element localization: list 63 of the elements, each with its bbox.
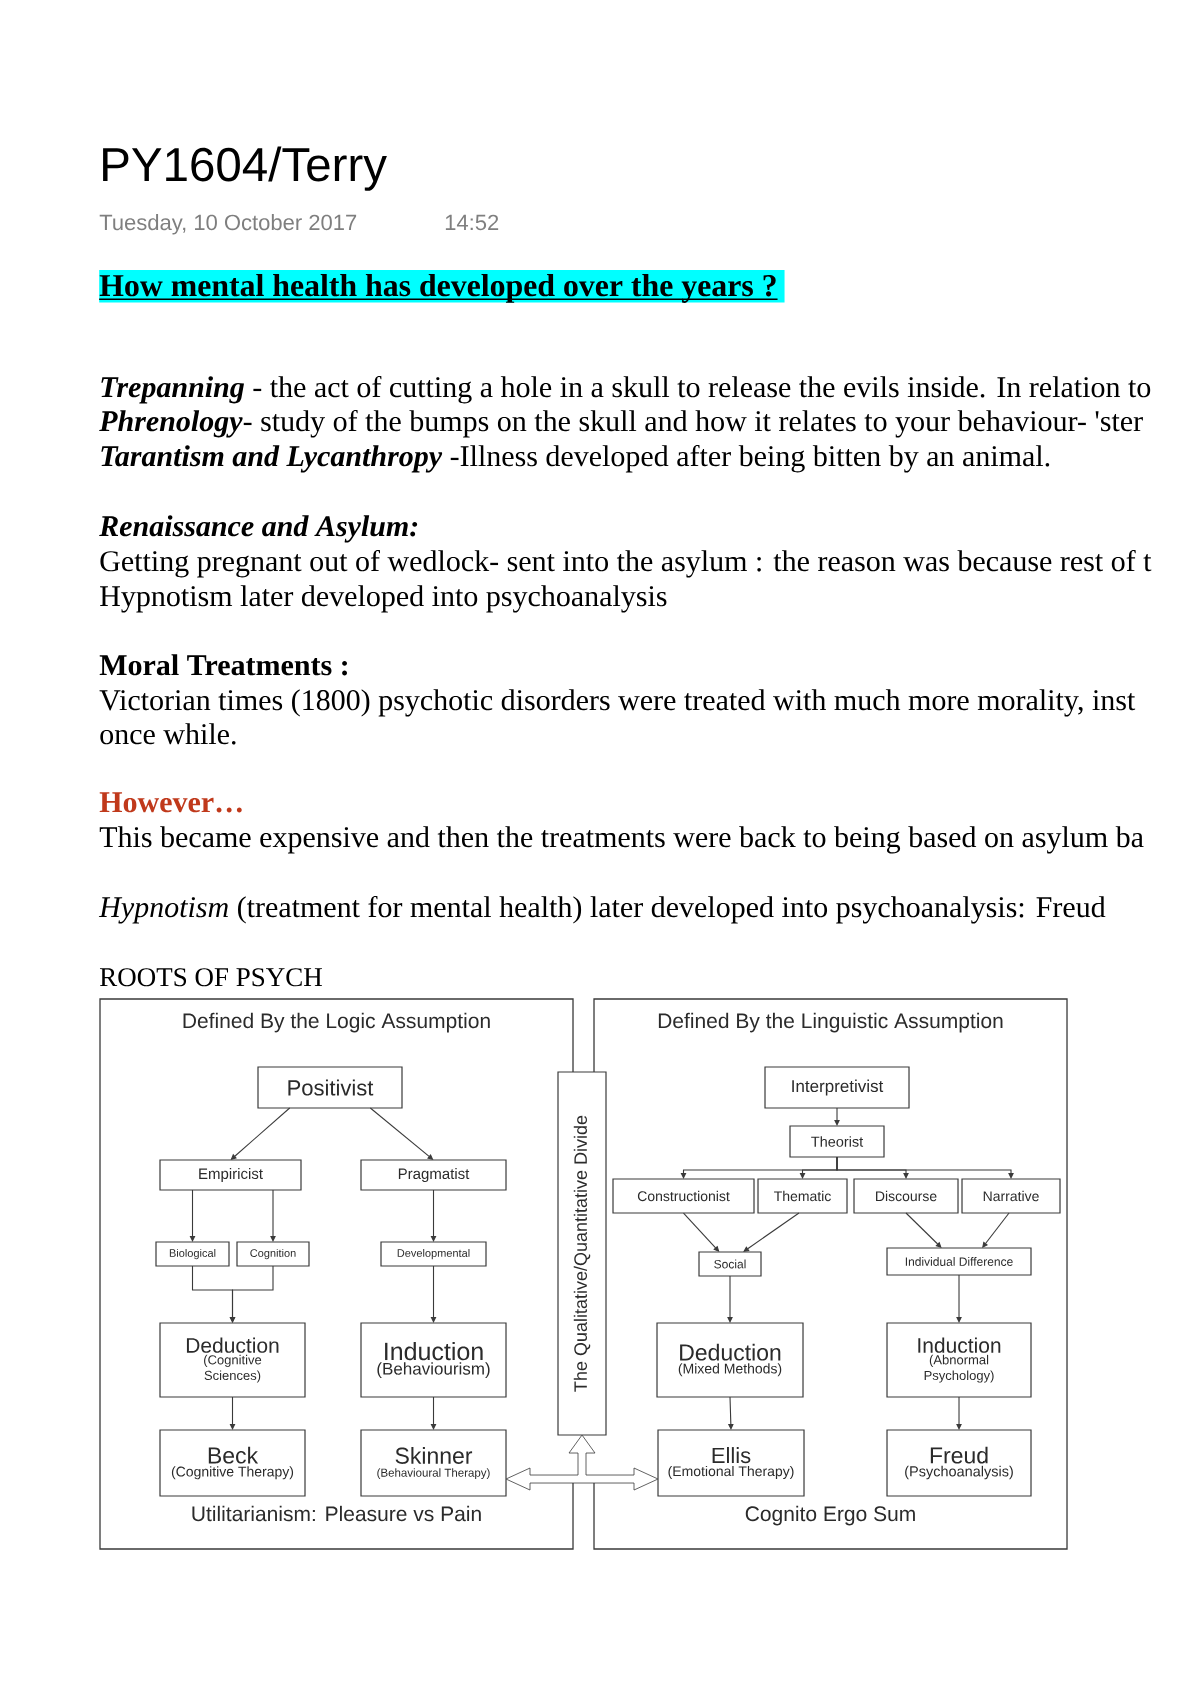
note-line: Hypnotism later developed into psychoanalysis <box>100 585 667 613</box>
note-line: Trepanning - the act of cutting a hole in a skull to release the evils inside. In relation to <box>101 375 1151 404</box>
concept-box: Cognition <box>236 1241 310 1267</box>
concept-box: Beck (Cognitive Therapy) <box>159 1429 306 1497</box>
concept-box: Empiricist <box>159 1159 302 1191</box>
time-label: 14:52 <box>445 214 499 231</box>
arrow <box>743 1212 800 1252</box>
arrow <box>369 1107 434 1160</box>
arrow <box>270 1189 276 1242</box>
highlighted-heading: How mental health has developed over the years ? <box>98 270 785 303</box>
concept-box: Social <box>698 1251 762 1277</box>
arrow <box>430 1189 437 1242</box>
concept-box: Theorist <box>789 1125 885 1158</box>
arrow <box>905 1212 942 1248</box>
arrow <box>834 1107 840 1126</box>
concept-box: Deduction (Cognitive Sciences) <box>159 1322 306 1398</box>
section-heading: Moral Treatments : <box>99 654 347 676</box>
arrow <box>682 1212 720 1252</box>
panel-heading: Defined By the Logic Assumption <box>183 1012 490 1033</box>
arrow <box>229 1396 236 1430</box>
concept-box: Induction (Abnormal Psychology) <box>886 1322 1032 1398</box>
concept-box: Discourse <box>853 1178 959 1214</box>
arrow <box>430 1265 437 1323</box>
concept-box: Skinner (Behavioural Therapy) <box>360 1429 507 1497</box>
note-line: Victorian times (1800) psychotic disorders were treated with much more morality, inst <box>99 689 1136 717</box>
arrow <box>836 1156 1014 1179</box>
concept-box: Individual Difference <box>886 1247 1032 1276</box>
hollow-arrow <box>505 1434 659 1491</box>
note-line: once while. <box>100 723 236 745</box>
panel-caption: Cognito Ergo Sum <box>745 1505 915 1526</box>
date-label: Tuesday, 10 October 2017 <box>99 214 357 235</box>
arrow <box>229 1265 274 1323</box>
arrow <box>727 1275 733 1323</box>
panel-caption: Utilitarianism: Pleasure vs Pain <box>192 1505 481 1522</box>
concept-box: Interpretivist <box>764 1066 910 1109</box>
section-heading: However… <box>99 792 242 813</box>
concept-box: Pragmatist <box>360 1159 507 1191</box>
panel-heading: Defined By the Linguistic Assumption <box>658 1012 1003 1033</box>
concept-box: Induction (Behaviourism) <box>360 1322 507 1398</box>
arrow <box>956 1396 962 1430</box>
concept-box: Freud (Psychoanalysis) <box>886 1429 1032 1497</box>
arrow <box>956 1274 962 1323</box>
concept-box: Positivist <box>257 1066 403 1109</box>
divider-band: The Qualitative/Quantitative Divide <box>557 1071 607 1436</box>
note-line: Tarantism and Lycanthropy -Illness developed after being bitten by an animal. <box>101 444 1050 473</box>
section-heading: Renaissance and Asylum: <box>99 515 418 543</box>
concept-box: Ellis (Emotional Therapy) <box>657 1429 805 1497</box>
arrow <box>230 1107 291 1160</box>
note-line: Phrenology- study of the bumps on the skull and how it relates to your behaviour- 'ster <box>99 409 1143 438</box>
concept-box: Thematic <box>757 1178 848 1214</box>
figure-heading: ROOTS OF PSYCH <box>100 968 322 987</box>
concept-box: Constructionist <box>612 1178 755 1214</box>
note-line: Getting pregnant out of wedlock- sent into the asylum : the reason was because rest of t <box>100 549 1152 578</box>
note-line: Hypnotism (treatment for mental health) later developed into psychoanalysis: Freud <box>98 895 1106 924</box>
arrow <box>430 1396 437 1430</box>
concept-box: Deduction (Mixed Methods) <box>656 1322 804 1398</box>
page-title: PY1604/Terry <box>103 146 387 191</box>
arrow <box>189 1189 196 1242</box>
concept-box: Narrative <box>961 1178 1061 1214</box>
concept-box: Biological <box>155 1241 230 1267</box>
note-line: This became expensive and then the treatments were back to being based on asylum ba <box>99 826 1144 854</box>
concept-box: Developmental <box>380 1241 487 1267</box>
arrow <box>982 1212 1010 1248</box>
